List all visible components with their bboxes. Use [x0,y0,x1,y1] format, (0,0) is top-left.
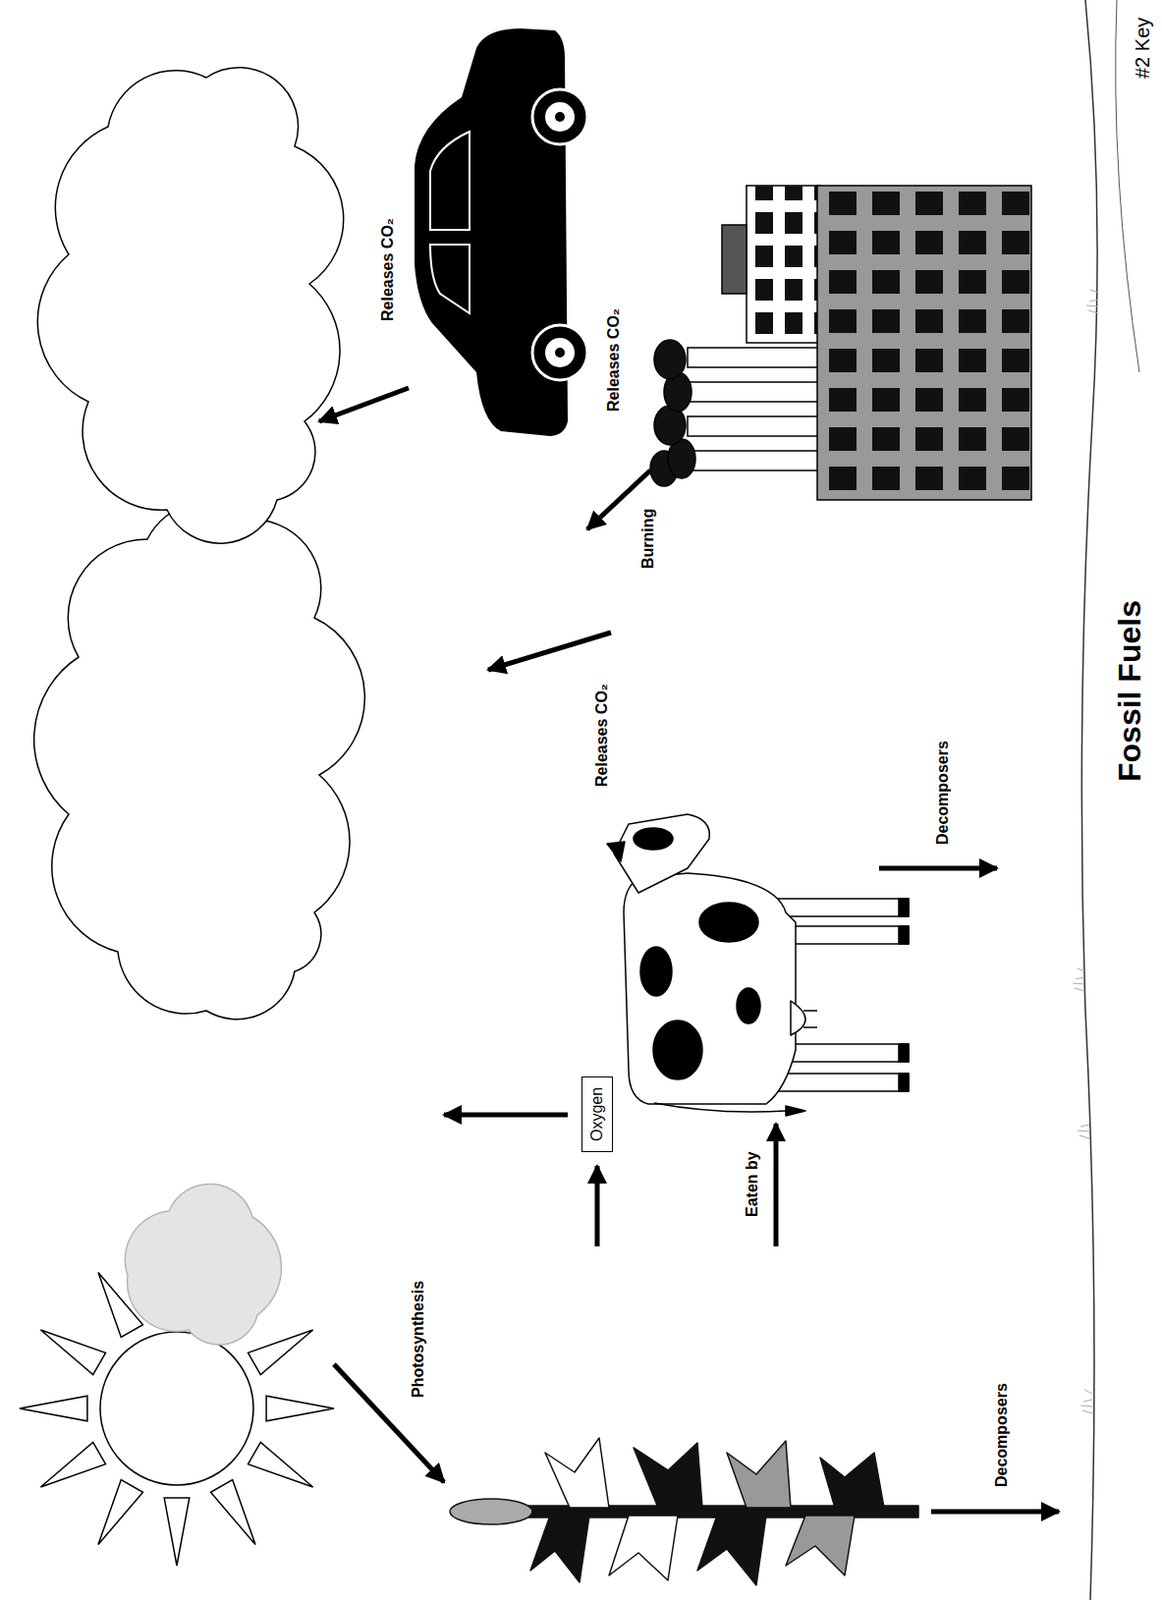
small-cloud [124,1183,281,1345]
cow [607,814,909,1116]
ground [1072,0,1140,1600]
label-text: Photosynthesis [409,1280,428,1398]
diagram-label: Burning [639,508,658,569]
corn-plant [449,1438,919,1586]
label-text: Burning [639,508,658,569]
label-text: Oxygen [588,1087,607,1142]
label-text: Fossil Fuels [1111,600,1149,782]
label-text: Decomposers [993,1383,1011,1488]
text-box: Oxygen [581,1076,613,1153]
cloud [34,500,366,1019]
label-text: Decomposers [934,740,952,845]
diagram-label: Photosynthesis [409,1280,428,1398]
diagram-label: Decomposers [934,740,952,845]
factory [650,185,1032,500]
diagram-label: Fossil Fuels [1111,600,1149,782]
label-text: Releases CO₂ [379,218,397,322]
diagram-label: Eaten by [743,1151,762,1218]
diagram-label: Releases CO₂ [593,683,611,787]
label-text: Releases CO₂ [593,683,611,787]
diagram-label: Releases CO₂ [605,308,623,412]
diagram-label: Decomposers [993,1383,1011,1488]
flow-arrows [319,387,1059,1512]
cloud [37,67,343,544]
diagram-label: Releases CO₂ [379,218,397,322]
label-text: #2 Key [1131,17,1155,79]
label-text: Eaten by [743,1151,762,1218]
diagram-label: #2 Key [1131,17,1155,79]
label-text: Releases CO₂ [605,308,623,412]
car [414,28,588,437]
